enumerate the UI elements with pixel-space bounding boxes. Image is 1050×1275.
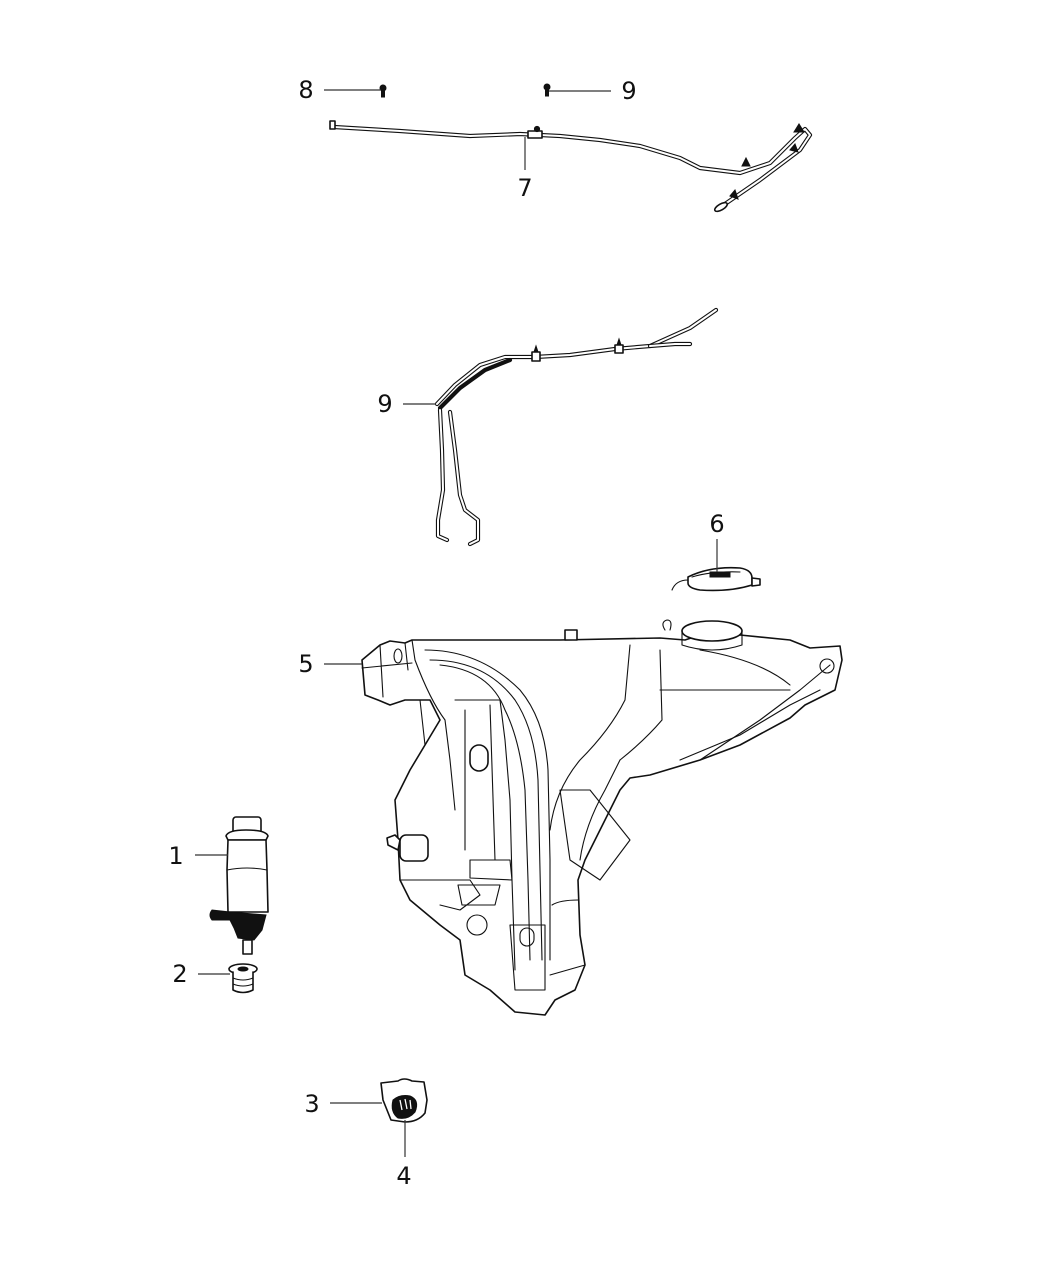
reservoir-icon — [361, 619, 843, 1016]
lower-hose-icon — [434, 307, 719, 547]
clip-right-icon — [543, 83, 551, 97]
callout-9: 9 — [377, 390, 393, 418]
callout-1: 1 — [168, 842, 184, 870]
upper-hose-icon — [329, 120, 813, 213]
callout-2: 2 — [172, 960, 188, 988]
clip-left-icon — [379, 84, 387, 98]
sensor-icon — [380, 1078, 428, 1123]
grommet-icon — [228, 963, 258, 994]
callout-4: 4 — [396, 1162, 412, 1190]
callout-3: 3 — [304, 1090, 320, 1118]
callout-6: 6 — [709, 510, 725, 538]
washer-pump-icon — [209, 816, 269, 955]
callout-5: 5 — [298, 650, 314, 678]
callout-8a: 8 — [298, 76, 314, 104]
callout-8b: 9 — [621, 77, 637, 105]
filler-cap-icon — [671, 566, 761, 592]
callout-7: 7 — [517, 174, 533, 202]
